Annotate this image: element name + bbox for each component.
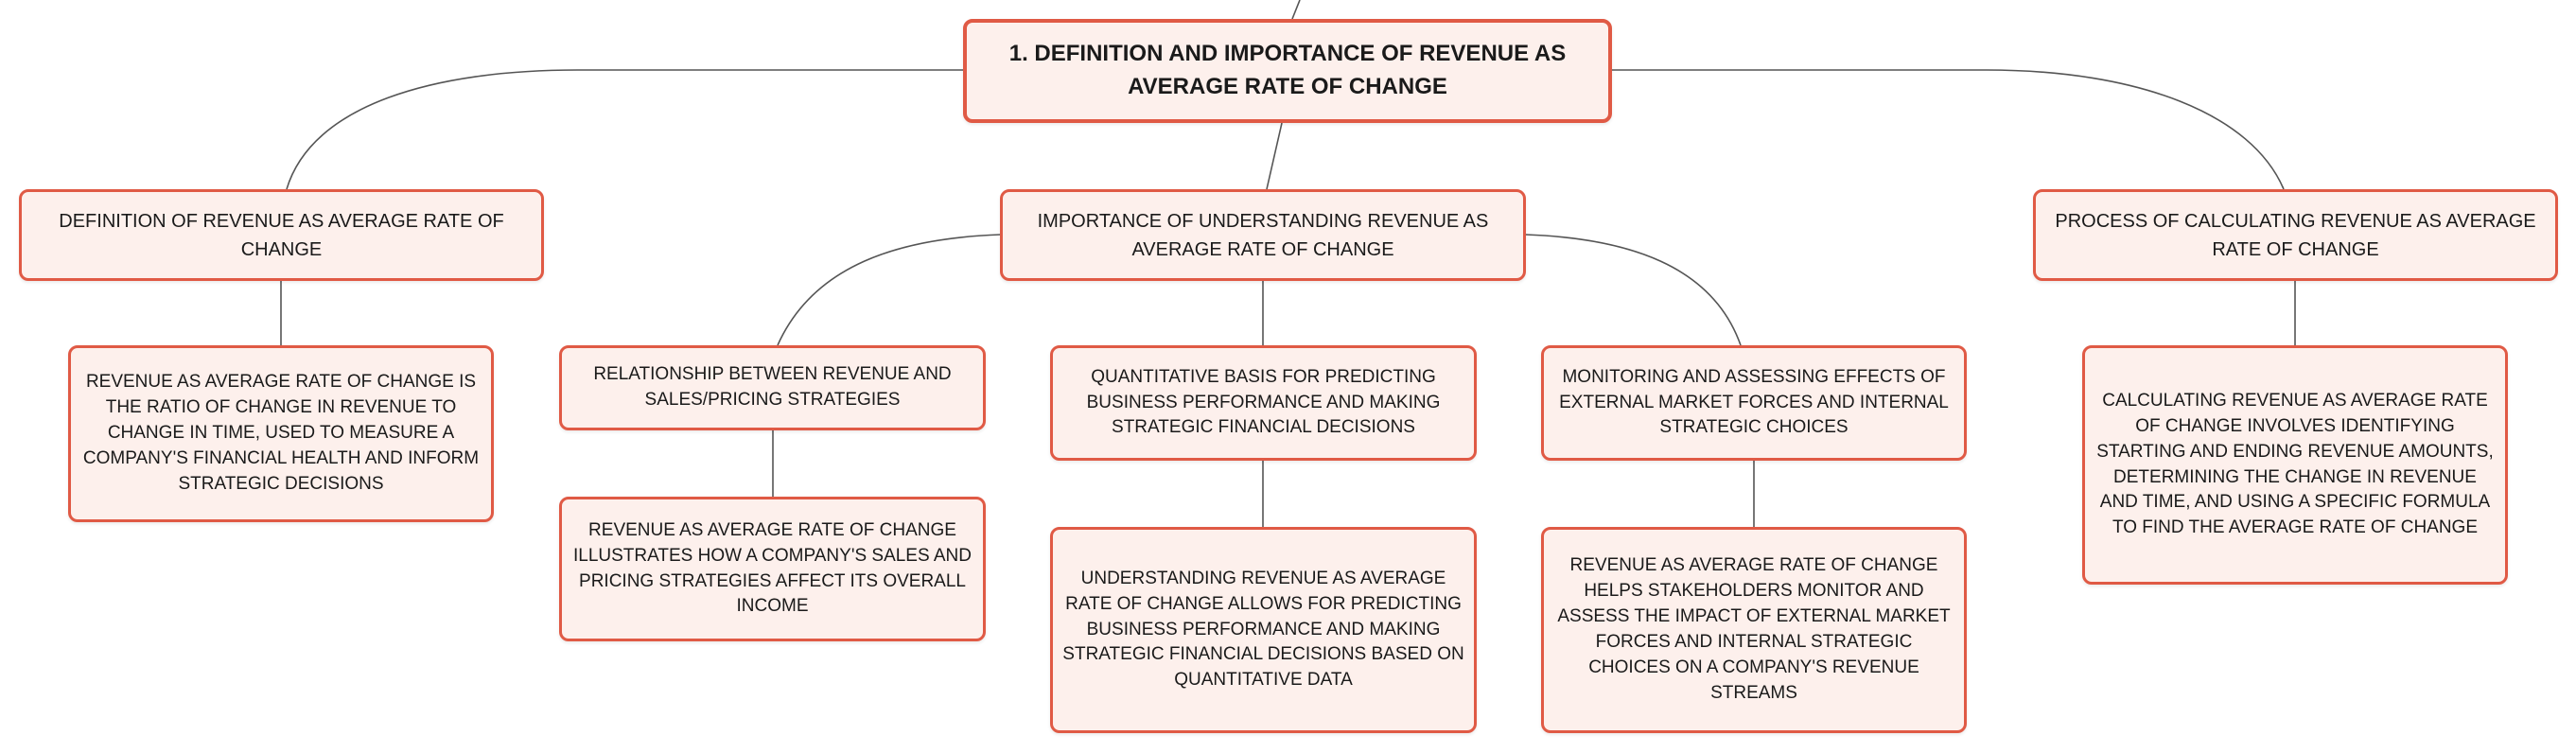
monitoring-detail[interactable]: REVENUE AS AVERAGE RATE OF CHANGE HELPS … bbox=[1541, 527, 1967, 733]
subtopic-label: MONITORING AND ASSESSING EFFECTS OF EXTE… bbox=[1559, 366, 1949, 438]
detail-text: REVENUE AS AVERAGE RATE OF CHANGE HELPS … bbox=[1557, 555, 1951, 703]
subtopic-label: RELATIONSHIP BETWEEN REVENUE AND SALES/P… bbox=[593, 364, 952, 410]
branch-label: PROCESS OF CALCULATING REVENUE AS AVERAG… bbox=[2055, 210, 2536, 260]
branch-label: IMPORTANCE OF UNDERSTANDING REVENUE AS A… bbox=[1037, 210, 1489, 260]
branch-process[interactable]: PROCESS OF CALCULATING REVENUE AS AVERAG… bbox=[2033, 189, 2558, 281]
quantitative-detail[interactable]: UNDERSTANDING REVENUE AS AVERAGE RATE OF… bbox=[1050, 527, 1477, 733]
branch-label: DEFINITION OF REVENUE AS AVERAGE RATE OF… bbox=[59, 210, 504, 260]
definition-detail[interactable]: REVENUE AS AVERAGE RATE OF CHANGE IS THE… bbox=[68, 345, 494, 522]
detail-text: CALCULATING REVENUE AS AVERAGE RATE OF C… bbox=[2096, 390, 2494, 538]
branch-importance[interactable]: IMPORTANCE OF UNDERSTANDING REVENUE AS A… bbox=[1000, 189, 1526, 281]
detail-text: REVENUE AS AVERAGE RATE OF CHANGE ILLUST… bbox=[572, 519, 973, 617]
connector-root-top bbox=[1291, 0, 1301, 20]
branch-definition[interactable]: DEFINITION OF REVENUE AS AVERAGE RATE OF… bbox=[19, 189, 544, 281]
relationship-detail[interactable]: REVENUE AS AVERAGE RATE OF CHANGE ILLUST… bbox=[559, 497, 986, 641]
subtopic-relationship[interactable]: RELATIONSHIP BETWEEN REVENUE AND SALES/P… bbox=[559, 345, 986, 430]
subtopic-label: QUANTITATIVE BASIS FOR PREDICTING BUSINE… bbox=[1086, 366, 1441, 438]
connector-importance-relationship bbox=[777, 234, 1001, 346]
connector-root-process bbox=[1612, 69, 2285, 190]
detail-text: UNDERSTANDING REVENUE AS AVERAGE RATE OF… bbox=[1062, 568, 1464, 691]
subtopic-quantitative[interactable]: QUANTITATIVE BASIS FOR PREDICTING BUSINE… bbox=[1050, 345, 1477, 461]
subtopic-monitoring[interactable]: MONITORING AND ASSESSING EFFECTS OF EXTE… bbox=[1541, 345, 1967, 461]
connector-importance-monitoring bbox=[1525, 234, 1742, 346]
connector-root-importance bbox=[1266, 122, 1283, 190]
connector-root-definition bbox=[286, 69, 963, 190]
root-topic[interactable]: 1. DEFINITION AND IMPORTANCE OF REVENUE … bbox=[963, 19, 1612, 123]
process-detail[interactable]: CALCULATING REVENUE AS AVERAGE RATE OF C… bbox=[2082, 345, 2508, 585]
detail-text: REVENUE AS AVERAGE RATE OF CHANGE IS THE… bbox=[82, 372, 480, 494]
root-topic-label: 1. DEFINITION AND IMPORTANCE OF REVENUE … bbox=[1008, 41, 1567, 99]
